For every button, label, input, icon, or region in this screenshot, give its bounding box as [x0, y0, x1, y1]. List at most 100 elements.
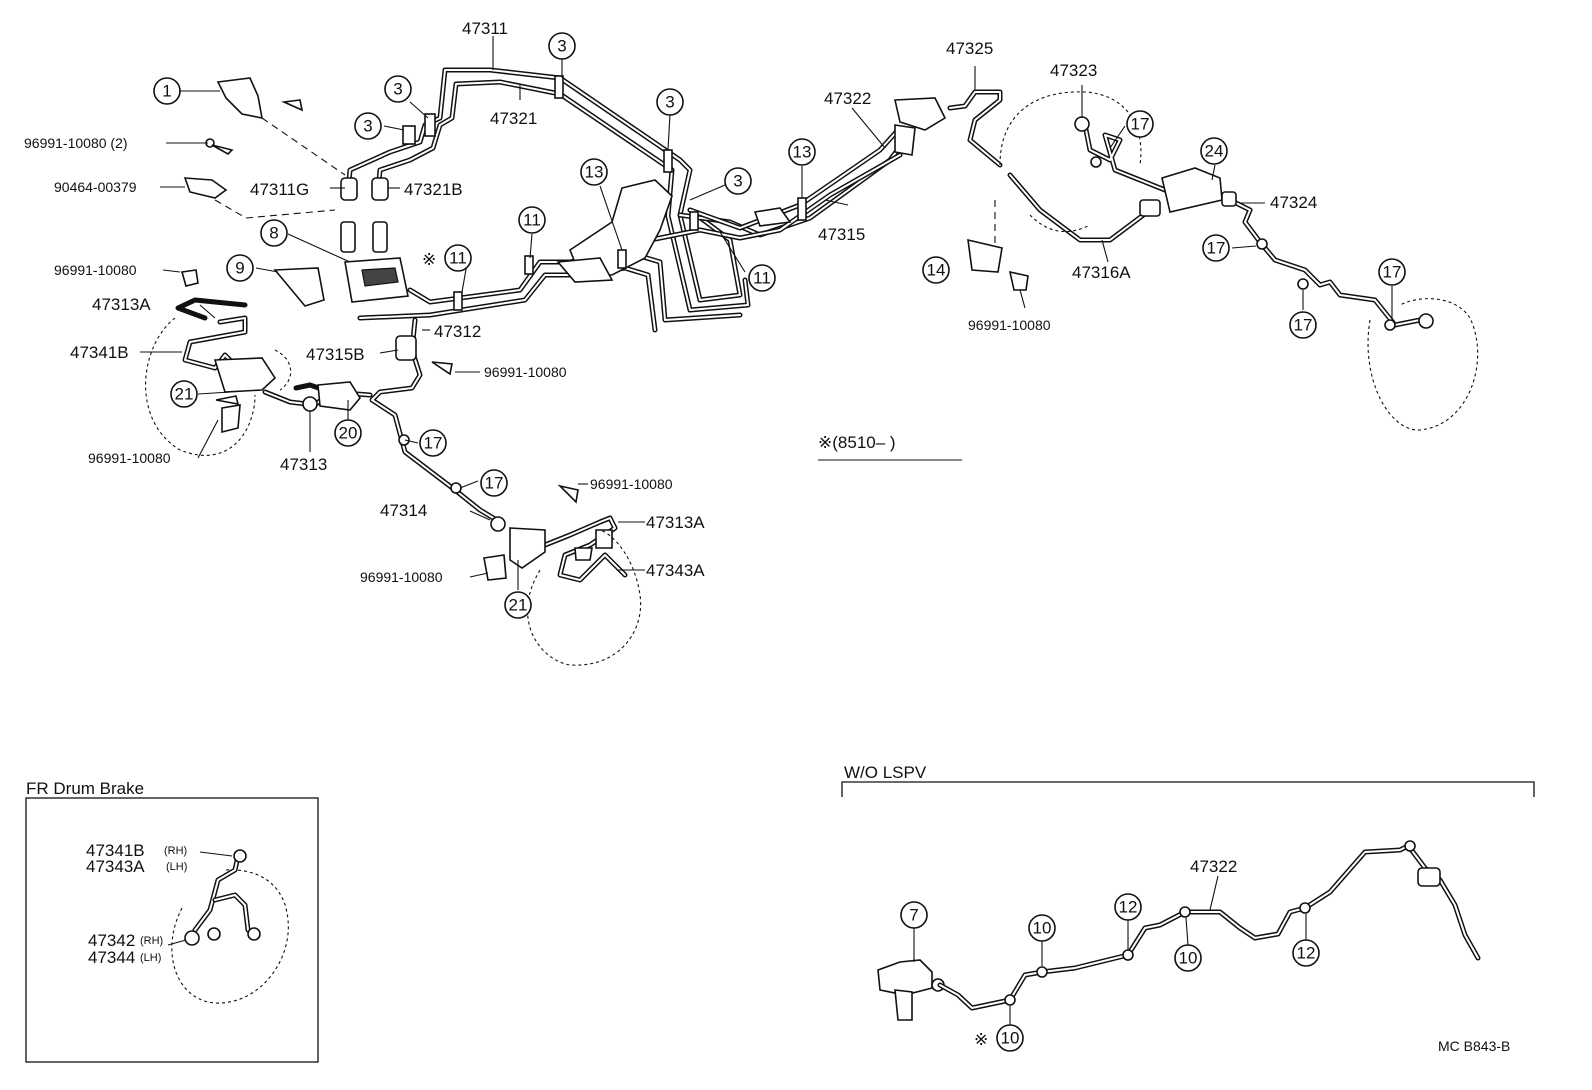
svg-text:3: 3: [393, 80, 402, 99]
svg-text:12: 12: [1119, 898, 1138, 917]
callout-10-a: 10: [1028, 914, 1056, 942]
callout-11-b: 11: [518, 206, 546, 234]
svg-text:13: 13: [793, 143, 812, 162]
callout-17-e: 17: [419, 429, 447, 457]
inset-label-rh-2: (RH): [140, 935, 163, 947]
label-47314: 47314: [380, 501, 427, 520]
callout-17-f: 17: [480, 469, 508, 497]
callout-3-a: 3: [548, 32, 576, 60]
label-47321B: 47321B: [404, 180, 463, 199]
svg-text:9: 9: [235, 259, 244, 278]
label-47321: 47321: [490, 109, 537, 128]
inset-label-rh-1: (RH): [164, 845, 187, 857]
wo-asterisk-10: ※: [974, 1030, 988, 1049]
callout-3-d: 3: [656, 88, 684, 116]
callout-14: 14: [922, 256, 950, 284]
fr-drum-brake-inset: FR Drum Brake 47341B (RH) 47343A (LH) 47…: [25, 779, 319, 1063]
callout-8: 8: [260, 219, 288, 247]
callout-7: 7: [900, 901, 928, 929]
callout-12-a: 12: [1114, 893, 1142, 921]
callout-17-a: 17: [1126, 110, 1154, 138]
label-47312: 47312: [434, 322, 481, 341]
callout-11-a: 11: [444, 244, 472, 272]
svg-text:3: 3: [557, 37, 566, 56]
svg-text:10: 10: [1033, 919, 1052, 938]
svg-text:21: 21: [509, 596, 528, 615]
label-90464-00379: 90464-00379: [54, 179, 137, 195]
label-96991-10080-c: 96991-10080: [88, 450, 171, 466]
callout-20: 20: [334, 419, 362, 447]
note-8510: ※(8510– ): [818, 433, 896, 452]
wo-lspv-title: W/O LSPV: [844, 763, 927, 782]
callout-3-c: 3: [354, 112, 382, 140]
svg-text:11: 11: [523, 211, 541, 230]
svg-text:10: 10: [1001, 1029, 1020, 1048]
svg-text:8: 8: [269, 224, 278, 243]
callout-17-d: 17: [1289, 311, 1317, 339]
label-47316A: 47316A: [1072, 263, 1131, 282]
svg-text:17: 17: [1207, 239, 1226, 258]
callout-11-c: 11: [748, 264, 776, 292]
svg-text:17: 17: [424, 434, 443, 453]
wo-label-47322: 47322: [1190, 857, 1237, 876]
svg-text:17: 17: [1294, 316, 1313, 335]
label-47322: 47322: [824, 89, 871, 108]
label-96991-10080-f: 96991-10080: [968, 317, 1051, 333]
svg-text:3: 3: [665, 93, 674, 112]
callout-13-b: 13: [788, 138, 816, 166]
part-number-labels: 47311 47321 47325 47323 47322 47315 4731…: [24, 19, 1317, 585]
wo-lspv-inset: W/O LSPV 47322 ※ 7 10 12 10 12 10: [841, 763, 1535, 1052]
svg-text:10: 10: [1179, 949, 1198, 968]
svg-text:21: 21: [175, 385, 194, 404]
svg-text:12: 12: [1297, 944, 1316, 963]
label-47313A-left: 47313A: [92, 295, 151, 314]
label-47313A-right: 47313A: [646, 513, 705, 532]
svg-text:11: 11: [449, 249, 467, 268]
callout-17-b: 17: [1202, 234, 1230, 262]
callout-10-c: 10: [996, 1024, 1024, 1052]
label-96991-10080-e: 96991-10080: [360, 569, 443, 585]
label-96991-10080-d: 96991-10080: [590, 476, 673, 492]
label-47311: 47311: [462, 19, 508, 38]
svg-text:13: 13: [585, 163, 604, 182]
label-47315B: 47315B: [306, 345, 365, 364]
svg-text:14: 14: [927, 261, 946, 280]
svg-text:3: 3: [363, 117, 372, 136]
label-47313: 47313: [280, 455, 327, 474]
label-47323: 47323: [1050, 61, 1097, 80]
label-47325: 47325: [946, 39, 993, 58]
callout-9: 9: [226, 254, 254, 282]
callout-21-a: 21: [170, 380, 198, 408]
callout-21-b: 21: [504, 591, 532, 619]
svg-text:1: 1: [162, 82, 171, 101]
asterisk-11: ※: [422, 250, 436, 269]
callout-10-b: 10: [1174, 944, 1202, 972]
callout-24: 24: [1200, 137, 1228, 165]
callout-3-b: 3: [384, 75, 412, 103]
diagram-code: MC B843-B: [1438, 1038, 1510, 1054]
label-47315: 47315: [818, 225, 865, 244]
label-47324: 47324: [1270, 193, 1317, 212]
fittings-and-parts: [180, 75, 1434, 581]
inset-label-lh-2: (LH): [140, 952, 161, 964]
callout-12-b: 12: [1292, 939, 1320, 967]
label-96991-10080-2: 96991-10080 (2): [24, 135, 128, 151]
svg-text:17: 17: [1131, 115, 1150, 134]
inset-label-47344: 47344: [88, 948, 135, 967]
svg-text:11: 11: [753, 269, 771, 288]
label-47311G: 47311G: [250, 180, 309, 199]
label-47341B: 47341B: [70, 343, 129, 362]
svg-text:7: 7: [909, 906, 918, 925]
svg-text:17: 17: [485, 474, 504, 493]
callout-3-e: 3: [724, 167, 752, 195]
label-96991-10080-a: 96991-10080: [54, 262, 137, 278]
inset-label-lh-1: (LH): [166, 861, 187, 873]
fr-drum-brake-title: FR Drum Brake: [26, 779, 144, 798]
callouts: 1 3 3 3 3 3 8 9 11 11 11 13 13 14 17 17 …: [153, 32, 1406, 619]
inset-label-47342: 47342: [88, 931, 135, 950]
callout-13-a: 13: [580, 158, 608, 186]
svg-text:20: 20: [339, 424, 358, 443]
callout-17-c: 17: [1378, 258, 1406, 286]
inset-label-47341B: 47341B: [86, 841, 145, 860]
